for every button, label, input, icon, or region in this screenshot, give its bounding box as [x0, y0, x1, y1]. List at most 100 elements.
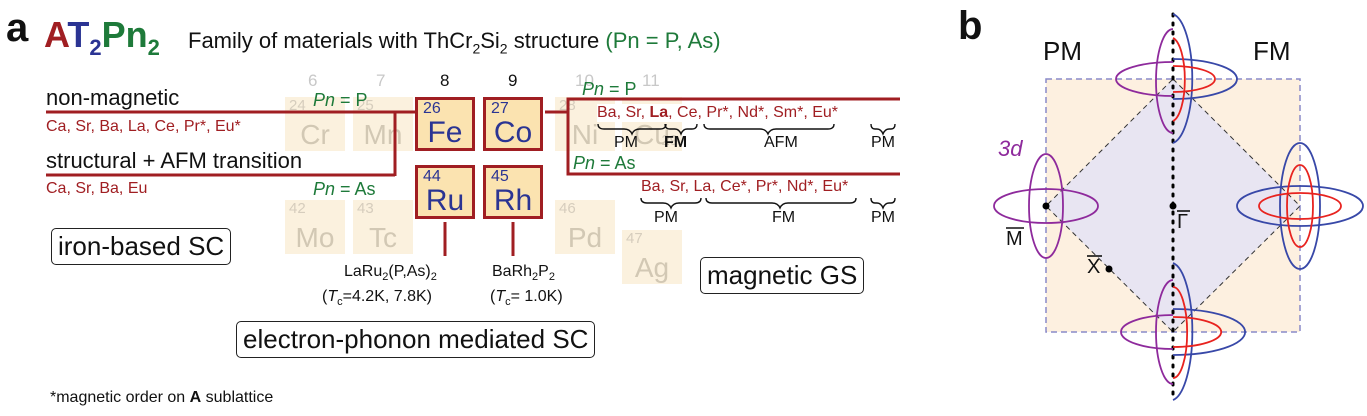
laru-tc: (Tc=4.2K, 7.8K): [322, 287, 437, 312]
pn-rest: = As: [595, 153, 636, 173]
mag-as-label-pm: PM: [654, 209, 678, 226]
title-A: A: [44, 14, 68, 55]
barh-compound: BaRh2P2 (Tc= 1.0K): [490, 262, 563, 312]
barh-tc-T: T: [495, 288, 506, 306]
group-6: 6: [308, 71, 318, 90]
laru-sub1: 2: [382, 271, 389, 284]
element-symbol: Ag: [634, 252, 670, 283]
right-fm-down-horizontal: [1258, 192, 1342, 220]
right-fm-up-horizontal: [1236, 185, 1364, 227]
element-symbol: Cr: [300, 119, 330, 150]
family-suffix: structure: [507, 28, 600, 53]
title-Pn: Pn: [101, 14, 148, 55]
gamma-point-dot: [1169, 202, 1177, 210]
group-8: 8: [440, 71, 450, 90]
bottom-fm-down-vertical: [1172, 286, 1189, 379]
non-magnetic-elements: Ca, Sr, Ba, La, Ce, Pr*, Eu*: [46, 118, 241, 135]
laru-formula: LaRu2(P,As)2: [322, 262, 437, 287]
m-point-dot: [1042, 202, 1050, 210]
bottom-fm-up-horizontal: [1172, 308, 1246, 356]
pn-label-left-p: Pn = P: [313, 90, 368, 110]
brace-pm-p: [597, 123, 667, 136]
group-9: 9: [508, 71, 518, 90]
mag-p-label-pm: PM: [614, 134, 638, 151]
element-number: 24: [289, 97, 306, 114]
brace-afm-p: [703, 123, 835, 136]
element-number: 46: [559, 200, 576, 217]
laru-tc-value: =4.2K, 7.8K): [342, 288, 432, 306]
panel-b-label: b: [958, 4, 983, 48]
element-number: 29: [661, 132, 678, 149]
brace-pm-eu-as: [870, 197, 896, 210]
bottom-pm-horizontal: [1120, 314, 1174, 350]
element-number: 45: [491, 168, 509, 185]
top-fm-up-horizontal: [1172, 58, 1238, 100]
element-number: 44: [423, 168, 441, 185]
element-symbol: Fe: [427, 116, 463, 149]
si-text: Si: [480, 28, 500, 53]
mag-p-la-bold: La: [649, 104, 669, 121]
right-fm-up-vertical: [1279, 142, 1321, 270]
panel-a-title: AT2Pn2: [44, 14, 160, 61]
pn-italic: Pn: [313, 90, 336, 110]
group-10: 10: [575, 71, 594, 90]
laru-formula-a: LaRu: [344, 263, 383, 280]
bottom-pm-vertical: [1155, 279, 1174, 385]
barh-sub1: 2: [532, 271, 539, 284]
group-7: 7: [376, 71, 386, 90]
element-number: 25: [357, 97, 374, 114]
orbital-3d-label: 3d: [998, 136, 1023, 161]
element-symbol: Tc: [369, 222, 397, 253]
x-point-label: X: [1087, 256, 1101, 278]
pn-label-right-p: Pn = P: [582, 79, 637, 99]
structural-afm-elements: Ca, Sr, Ba, Eu: [46, 180, 148, 197]
panel-a-label: a: [6, 6, 29, 50]
barh-tc-sub: c: [505, 296, 511, 309]
element-number: 43: [357, 200, 374, 217]
top-fm-up-vertical: [1172, 13, 1194, 144]
mag-p-label-pm-eu: PM: [871, 134, 895, 151]
pn-rest: = P: [335, 90, 368, 110]
laru-formula-b: (P,As): [388, 263, 431, 280]
element-symbol: Mo: [295, 222, 335, 253]
gamma-point-label: Γ: [1177, 211, 1189, 233]
mag-p-label-fm: FM: [664, 134, 688, 151]
brace-pm-eu-p: [870, 123, 896, 136]
fm-label: FM: [1253, 36, 1291, 66]
pn-label-right-as: Pn = As: [573, 153, 636, 173]
si-sub: 2: [499, 40, 508, 57]
title-Pn-sub: 2: [147, 35, 160, 60]
right-fm-down-vertical: [1286, 164, 1314, 248]
element-symbol: Pd: [567, 222, 603, 253]
m-orbital-horizontal: [993, 188, 1099, 224]
cr-sub: 2: [472, 40, 481, 57]
line-magnetic-bracket: [566, 97, 900, 176]
bottom-fm-down-horizontal: [1172, 316, 1223, 348]
barh-formula-b: P: [538, 263, 549, 280]
pn-note: (Pn = P, As): [605, 28, 721, 53]
top-pm-horizontal: [1115, 61, 1174, 97]
top-fm-down-vertical: [1172, 37, 1186, 122]
folded-zone-diamond: [1045, 78, 1301, 333]
element-symbol: Ru: [425, 184, 465, 217]
family-prefix: Family of materials with ThCr: [188, 28, 473, 53]
barh-sub2: 2: [548, 271, 555, 284]
pn-label-left-as: Pn = As: [313, 179, 376, 199]
mag-as-part: Ba, Sr,: [641, 178, 690, 195]
family-description: Family of materials with ThCr2Si2 struct…: [188, 28, 721, 56]
laru-sub2: 2: [430, 271, 437, 284]
electron-phonon-sc-box: electron-phonon mediated SC: [236, 321, 596, 358]
top-pm-vertical: [1155, 28, 1174, 134]
pn-rest: = P: [604, 79, 637, 99]
footnote-suffix: sublattice: [201, 389, 274, 406]
element-symbol: Cu: [634, 119, 670, 150]
element-symbol: Co: [493, 116, 533, 149]
barh-tc-value: = 1.0K): [510, 288, 563, 306]
magnetic-gs-box: magnetic GS: [700, 257, 865, 294]
element-number: 47: [626, 230, 643, 247]
